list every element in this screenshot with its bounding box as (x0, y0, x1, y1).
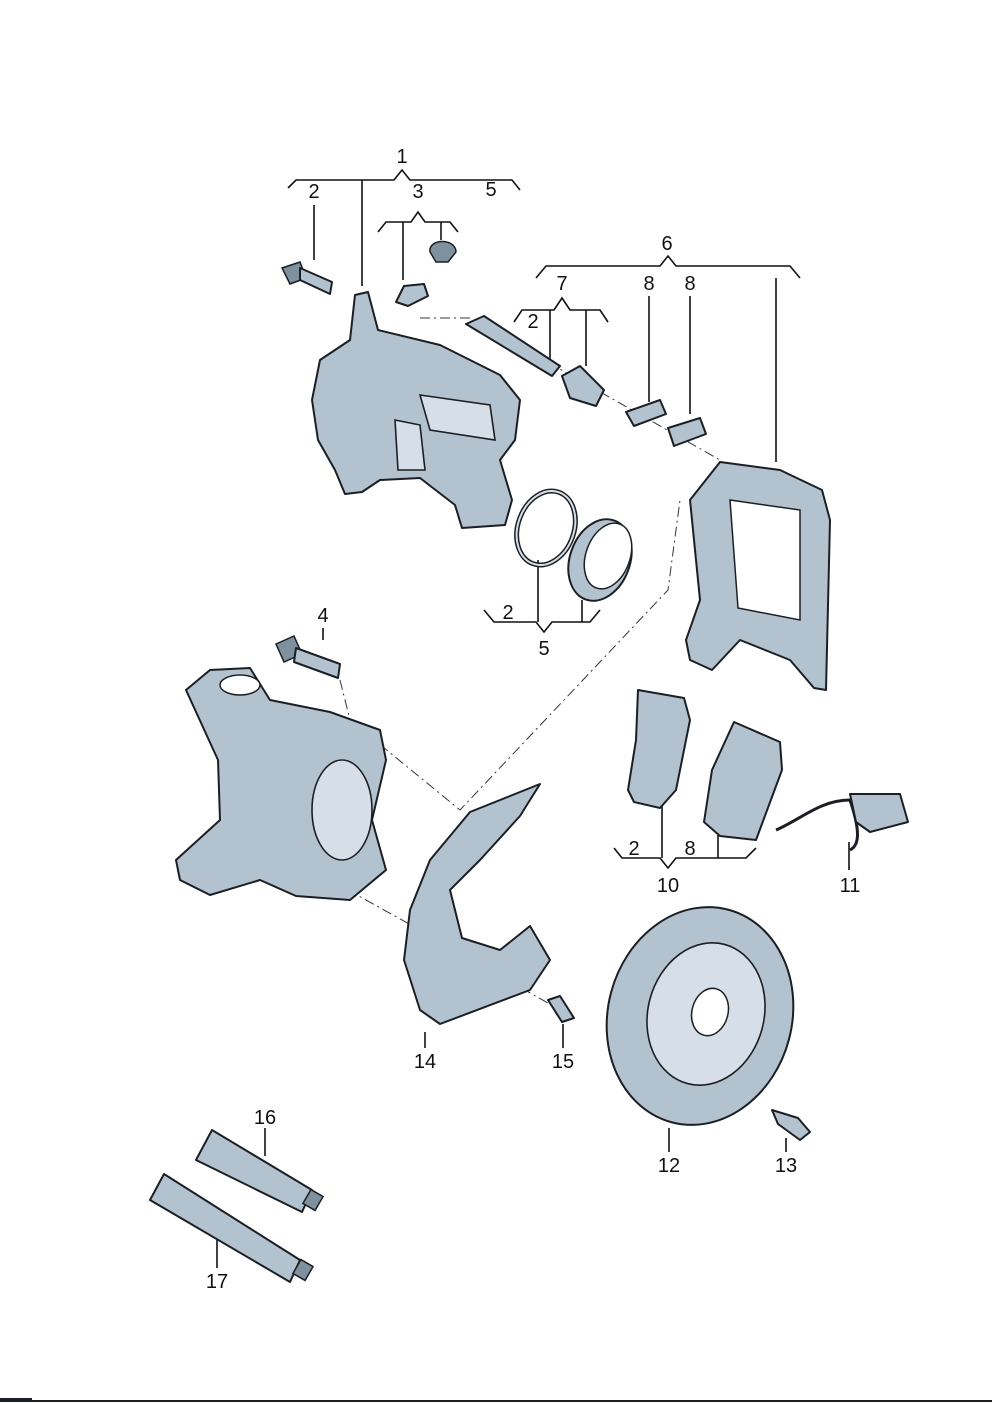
callout-15: 15 (552, 1051, 574, 1073)
caliper-carrier[interactable] (685, 461, 831, 691)
callout-5: 5 (485, 179, 496, 201)
guide-bushing[interactable] (561, 365, 605, 407)
callout-10: 10 (657, 875, 679, 897)
bleeder-cap[interactable] (429, 240, 457, 263)
callout-2-guide: 2 (527, 311, 538, 333)
callout-labels: 1 2 3 5 6 7 2 8 8 4 2 5 2 8 10 11 14 15 … (206, 146, 861, 1293)
footer-rule-tab (0, 1398, 32, 1402)
grease-tube-16[interactable] (195, 1129, 325, 1213)
dust-boot[interactable] (557, 510, 642, 609)
guide-pin[interactable] (465, 315, 561, 377)
callout-8-pad: 8 (684, 838, 695, 860)
knuckle-bolt[interactable] (275, 635, 341, 679)
bleeder-valve[interactable] (395, 283, 429, 307)
seal-ring[interactable] (507, 483, 586, 574)
callout-17: 17 (206, 1271, 228, 1293)
shield-bolt[interactable] (547, 995, 575, 1023)
callout-7: 7 (556, 273, 567, 295)
wheel-bearing-housing (175, 667, 387, 901)
callout-11: 11 (840, 875, 861, 897)
brake-disc[interactable] (583, 886, 818, 1146)
brake-pad-outer[interactable] (703, 721, 783, 841)
disc-screw[interactable] (771, 1109, 811, 1141)
brake-pad-inner[interactable] (627, 689, 691, 809)
callout-14: 14 (414, 1051, 436, 1073)
callout-8-b: 8 (684, 273, 695, 295)
callout-12: 12 (658, 1155, 680, 1177)
callout-16: 16 (254, 1107, 276, 1129)
grease-tube-17[interactable] (149, 1173, 315, 1283)
callout-3: 3 (412, 181, 423, 203)
brake-caliper[interactable] (311, 291, 521, 529)
callout-2: 2 (308, 181, 319, 203)
callout-13: 13 (775, 1155, 797, 1177)
callout-2-pad: 2 (628, 838, 639, 860)
splash-shield[interactable] (403, 783, 551, 1025)
callout-8-a: 8 (643, 273, 654, 295)
leader-lines (216, 168, 850, 1268)
callout-5-seal: 5 (538, 638, 549, 660)
footer-rule (0, 1400, 992, 1402)
callout-6: 6 (661, 233, 672, 255)
callout-1: 1 (396, 146, 407, 168)
caliper-bolt[interactable] (280, 261, 333, 295)
retaining-clip-b[interactable] (667, 417, 707, 447)
callout-4: 4 (317, 605, 328, 627)
retaining-clip-a[interactable] (625, 399, 667, 427)
callout-2-seal: 2 (502, 602, 513, 624)
pad-wear-sensor[interactable] (775, 793, 909, 852)
